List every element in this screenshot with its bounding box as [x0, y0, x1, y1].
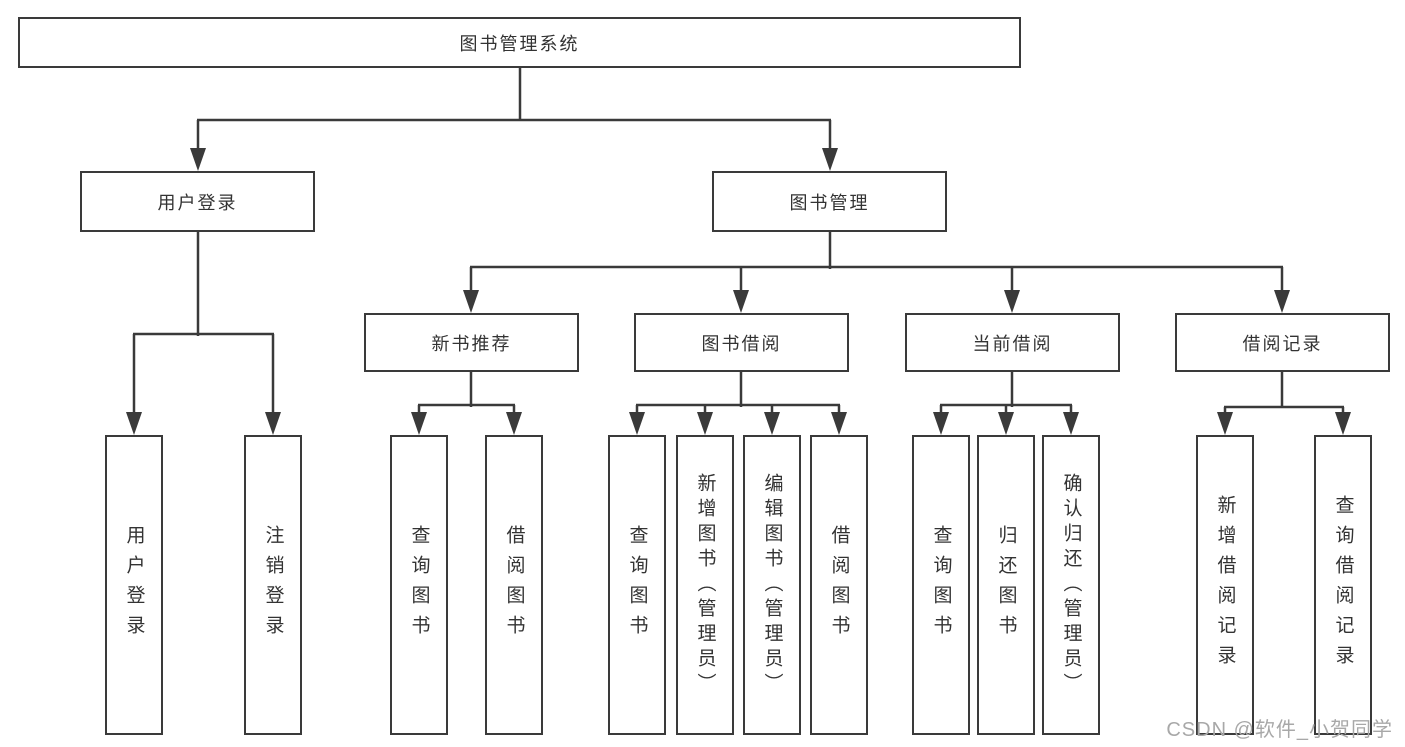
leaf-edit-books-admin: 编辑图书（管理员）: [743, 435, 801, 735]
node-label: 图书管理系统: [459, 33, 580, 54]
node-label: 图书借阅: [701, 333, 782, 354]
node-book-management: 图书管理: [712, 171, 947, 232]
arrowhead: [411, 412, 427, 435]
leaf-label: 查询图书: [626, 525, 648, 645]
arrowhead: [126, 412, 142, 435]
leaf-recommend-borrow-books: 借阅图书: [485, 435, 543, 735]
arrowhead: [1335, 412, 1351, 435]
leaf-current-query-books: 查询图书: [912, 435, 970, 735]
leaf-label: 查询借阅记录: [1332, 495, 1354, 675]
arrowhead: [1274, 290, 1290, 313]
leaf-user-login: 用户登录: [105, 435, 163, 735]
leaf-label: 归还图书: [995, 525, 1017, 645]
leaf-label: 借阅图书: [503, 525, 525, 645]
leaf-label: 确认归还（管理员）: [1060, 472, 1082, 698]
leaf-label: 用户登录: [123, 525, 145, 645]
arrowhead: [822, 148, 838, 171]
csdn-watermark: CSDN @软件_小贺同学: [1166, 719, 1393, 741]
node-label: 用户登录: [157, 192, 238, 213]
node-new-book-recommendation: 新书推荐: [364, 313, 579, 372]
arrowhead: [463, 290, 479, 313]
leaf-add-books-admin: 新增图书（管理员）: [676, 435, 734, 735]
leaf-logout: 注销登录: [244, 435, 302, 735]
arrowhead: [1217, 412, 1233, 435]
arrowhead: [190, 148, 206, 171]
arrowhead: [933, 412, 949, 435]
leaf-borrowing-borrow-books: 借阅图书: [810, 435, 868, 735]
leaf-label: 编辑图书（管理员）: [761, 472, 783, 698]
node-library-management-system: 图书管理系统: [18, 17, 1021, 68]
arrowhead: [265, 412, 281, 435]
leaf-return-books: 归还图书: [977, 435, 1035, 735]
arrowhead: [764, 412, 780, 435]
leaf-add-borrow-record: 新增借阅记录: [1196, 435, 1254, 735]
arrowhead: [629, 412, 645, 435]
leaf-confirm-return-admin: 确认归还（管理员）: [1042, 435, 1100, 735]
node-user-login: 用户登录: [80, 171, 315, 232]
leaf-label: 查询图书: [408, 525, 430, 645]
node-label: 新书推荐: [431, 333, 512, 354]
leaf-borrowing-query-books: 查询图书: [608, 435, 666, 735]
leaf-recommend-query-books: 查询图书: [390, 435, 448, 735]
node-label: 当前借阅: [972, 333, 1053, 354]
node-label: 图书管理: [789, 192, 870, 213]
node-label: 借阅记录: [1242, 333, 1323, 354]
leaf-label: 注销登录: [262, 525, 284, 645]
arrowhead: [998, 412, 1014, 435]
node-borrowing-records: 借阅记录: [1175, 313, 1390, 372]
node-book-borrowing: 图书借阅: [634, 313, 849, 372]
arrowhead: [697, 412, 713, 435]
arrowhead: [1063, 412, 1079, 435]
arrowhead: [831, 412, 847, 435]
leaf-label: 借阅图书: [828, 525, 850, 645]
leaf-label: 新增图书（管理员）: [694, 472, 716, 698]
arrowhead: [733, 290, 749, 313]
leaf-label: 新增借阅记录: [1214, 495, 1236, 675]
leaf-query-borrow-record: 查询借阅记录: [1314, 435, 1372, 735]
leaf-label: 查询图书: [930, 525, 952, 645]
node-current-borrowing: 当前借阅: [905, 313, 1120, 372]
arrowhead: [506, 412, 522, 435]
arrowhead: [1004, 290, 1020, 313]
